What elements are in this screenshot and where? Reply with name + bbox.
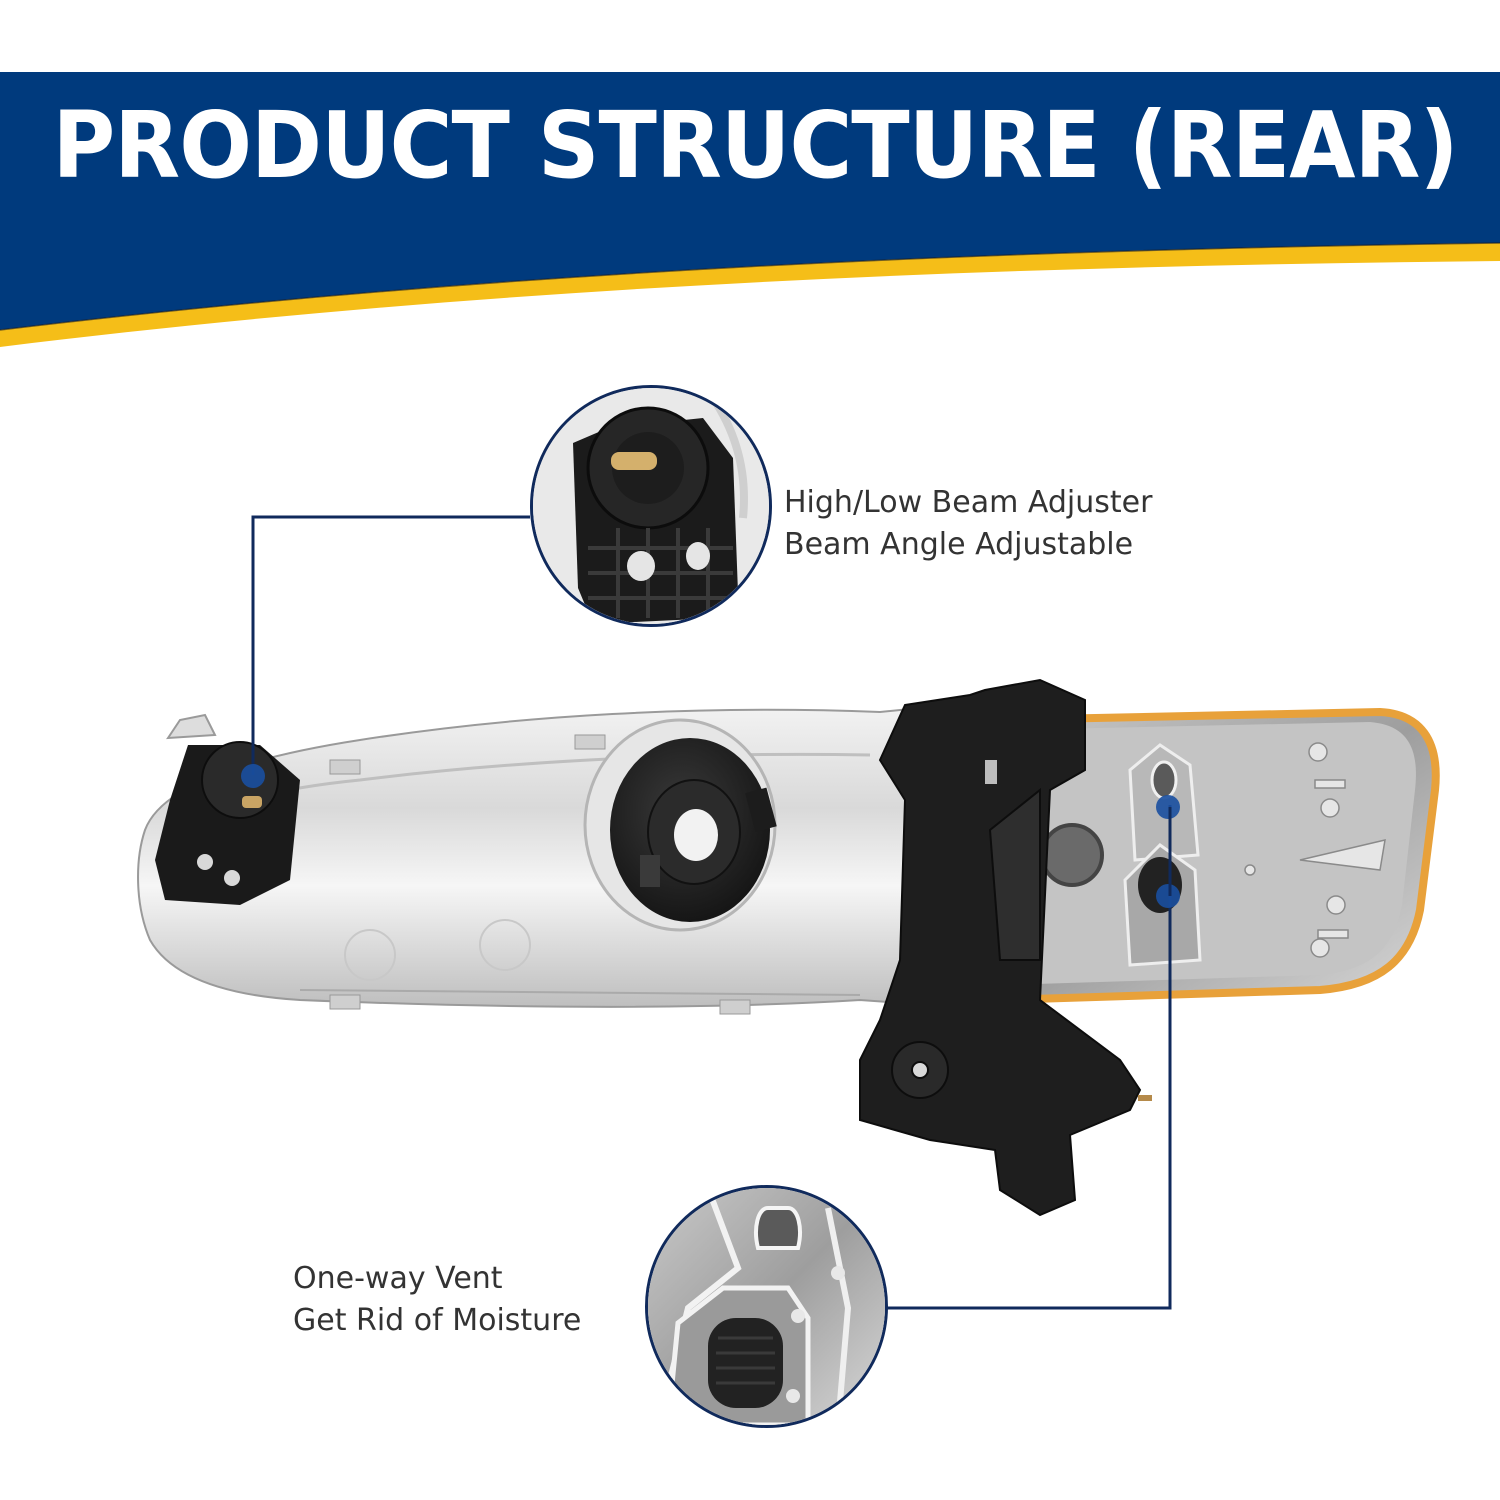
callout-title: One-way Vent [293,1261,503,1296]
adjuster-knob-closeup-icon [533,388,769,624]
banner-shape [0,72,1500,347]
header-banner: PRODUCT STRUCTURE (REAR) [0,0,1500,380]
housing [137,698,1001,1015]
marker-dots [241,764,1180,908]
callout-subtitle: Get Rid of Moisture [293,1303,582,1338]
bracket-pin [1138,1095,1152,1101]
beam-adjuster-closeup [530,385,772,627]
vent-closeup [645,1185,888,1428]
callout-vent: One-way Vent Get Rid of Moisture [293,1258,581,1342]
vent-cap-closeup-icon [648,1188,885,1425]
callout-title: High/Low Beam Adjuster [784,485,1153,520]
callout-subtitle: Beam Angle Adjustable [784,527,1134,562]
mounting-bracket [859,678,1142,1217]
connector-lines [251,515,1172,1310]
bulb-socket-cover [583,718,777,932]
page-title: PRODUCT STRUCTURE (REAR) [52,92,1459,199]
callout-beam-adjuster: High/Low Beam Adjuster Beam Angle Adjust… [784,482,1152,566]
beam-adjuster-part [155,713,300,905]
